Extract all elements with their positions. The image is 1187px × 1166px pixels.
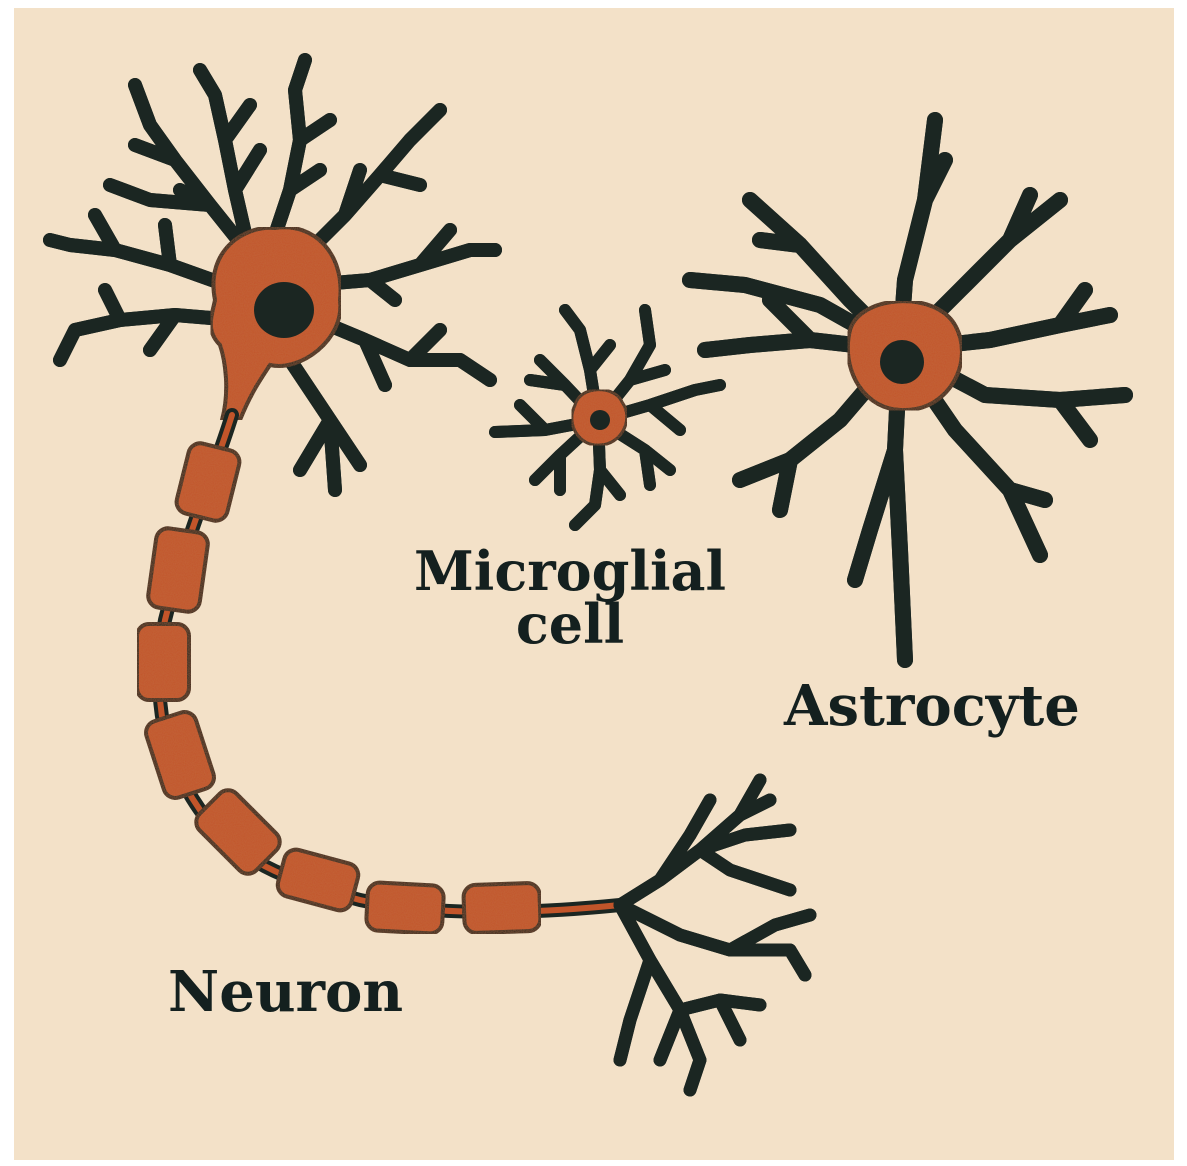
microglial-cell-label-line1: Microglial: [410, 545, 730, 598]
myelin-segment: [143, 709, 217, 801]
myelin-sheath: [137, 441, 541, 934]
microglial-cell-label: Microglial cell: [410, 545, 730, 651]
myelin-segment: [137, 624, 189, 700]
myelin-segment: [275, 847, 361, 913]
myelin-segment: [463, 883, 541, 934]
microglia-nucleus: [590, 410, 610, 430]
microglial-cell-label-line2: cell: [410, 598, 730, 651]
axon-terminals: [620, 780, 810, 1090]
microglial-cell: [495, 310, 720, 525]
astrocyte-nucleus: [880, 340, 924, 384]
myelin-segment: [366, 882, 444, 934]
neuron-label: Neuron: [168, 964, 403, 1020]
myelin-segment: [174, 441, 242, 523]
astrocyte-label: Astrocyte: [784, 678, 1080, 734]
neuron-nucleus: [254, 282, 314, 338]
astrocyte: [690, 120, 1125, 660]
myelin-segment: [147, 527, 210, 613]
